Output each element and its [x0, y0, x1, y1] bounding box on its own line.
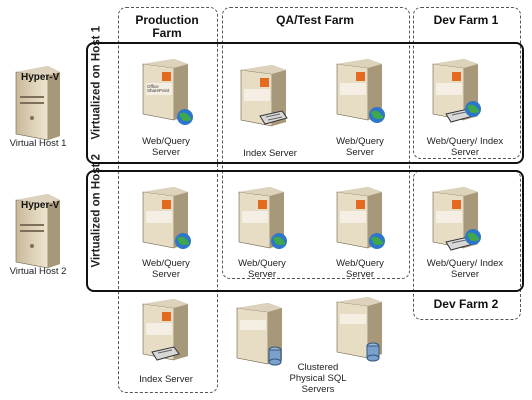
server-icon	[336, 187, 382, 249]
server-icon	[336, 59, 382, 121]
globe-icon	[465, 229, 481, 245]
caption-web-query: Web/Query Server	[142, 136, 190, 158]
server-product-line-2: SharePoint	[147, 88, 170, 93]
globe-icon	[465, 101, 481, 117]
globe-icon	[369, 107, 385, 123]
header-dev1: Dev Farm 1	[433, 13, 499, 27]
caption-web-query-index: Web/Query/ Index Server	[426, 136, 504, 158]
caption-index: Index Server	[139, 374, 193, 385]
keyboard-icon	[259, 110, 288, 125]
server-product-line-1: Office	[147, 84, 159, 89]
server-icon	[238, 187, 284, 249]
globe-icon	[177, 109, 193, 125]
caption-index: Index Server	[243, 148, 297, 159]
keyboard-icon	[151, 346, 180, 361]
database-icon	[268, 346, 282, 366]
hyper-v-host-2	[15, 194, 60, 269]
globe-icon	[271, 233, 287, 249]
dev-farm-1-box	[413, 7, 521, 159]
server-icon	[142, 299, 188, 361]
host-2-caption: Virtual Host 2	[9, 266, 67, 277]
header-production: Production Farm	[135, 13, 199, 40]
host-1-caption: Virtual Host 1	[9, 138, 67, 149]
caption-web-query-index: Web/Query/ Index Server	[426, 258, 504, 280]
hyper-v-host-1	[15, 66, 60, 141]
host-2-type-label: Hyper-V	[21, 200, 60, 211]
host-2-box	[86, 170, 524, 292]
caption-web-query: Web/Query Server	[336, 258, 384, 280]
caption-web-query: Web/Query Server	[142, 258, 190, 280]
host-1-type-label: Hyper-V	[21, 72, 60, 83]
globe-icon	[369, 233, 385, 249]
host-1-box	[86, 42, 524, 164]
globe-icon	[175, 233, 191, 249]
production-farm-box	[118, 7, 218, 393]
server-icon: Office SharePoint	[142, 59, 188, 121]
header-qa: QA/Test Farm	[276, 13, 354, 27]
qa-farm-box	[222, 7, 410, 279]
caption-web-query: Web/Query Server	[238, 258, 286, 280]
server-icon	[432, 59, 478, 121]
header-dev2: Dev Farm 2	[433, 297, 499, 311]
row-label-host-2: Virtualized on Host 2	[90, 153, 103, 268]
caption-clustered-sql: Clustered Physical SQL Servers	[289, 362, 347, 395]
row-label-host-1: Virtualized on Host 1	[90, 25, 103, 140]
database-icon	[366, 342, 380, 362]
caption-web-query: Web/Query Server	[336, 136, 384, 158]
